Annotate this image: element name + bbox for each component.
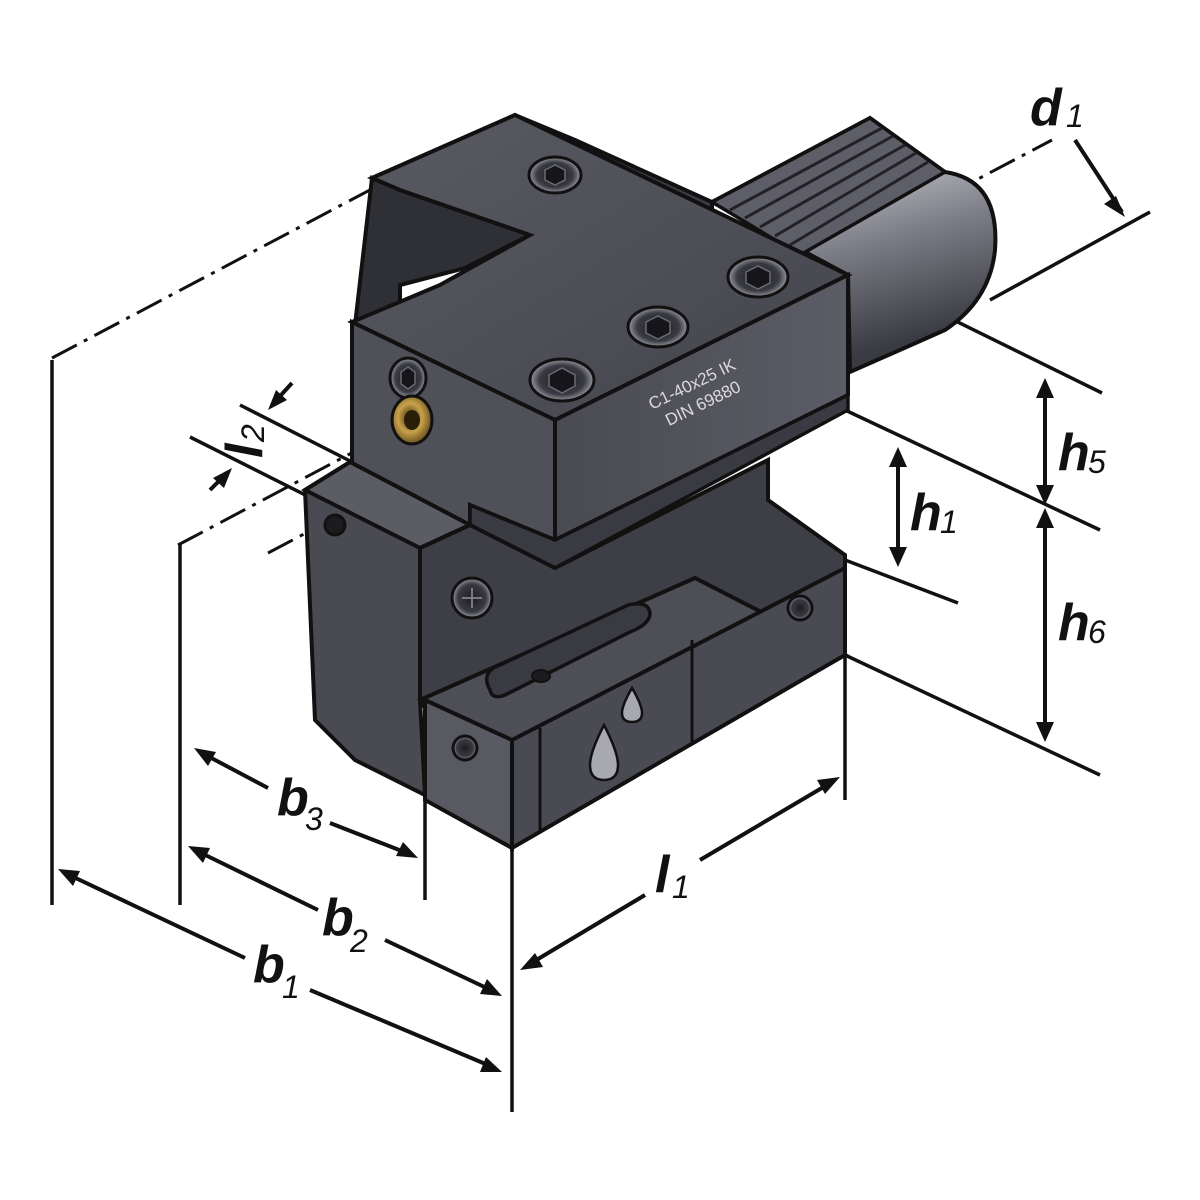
l2-ext-upper — [239, 403, 353, 464]
serrated-shank — [707, 115, 998, 376]
dimension-arrows — [58, 138, 1125, 1072]
coolant-drop-small-icon — [620, 685, 644, 724]
top-screws — [527, 155, 790, 403]
h1-ext-bottom — [844, 558, 959, 605]
label-b3: b 3 — [277, 769, 323, 837]
svg-text:b: b — [277, 769, 309, 827]
base-hole-2-icon — [451, 734, 479, 762]
svg-text:d: d — [1030, 79, 1063, 137]
side-fittings — [388, 356, 434, 446]
base-hole-3-icon — [786, 594, 814, 622]
base-hole-1-icon — [323, 513, 347, 537]
coolant-slot — [484, 602, 652, 699]
label-h5: h 5 — [1058, 424, 1106, 482]
svg-text:2: 2 — [349, 923, 368, 959]
label-l2: l 2 — [216, 424, 274, 458]
h5-ext-bottom — [844, 408, 1101, 532]
b3-arrow-right — [329, 821, 413, 857]
b2-arrow-left — [194, 848, 319, 912]
label-d1: d 1 — [1030, 79, 1084, 137]
svg-text:l: l — [216, 442, 274, 458]
svg-text:h: h — [910, 484, 942, 542]
label-h1: h 1 — [910, 484, 958, 542]
dimension-labels: d 1 l 2 h 5 h 1 h 6 b 3 b 2 b 1 — [216, 79, 1106, 1005]
label-b2: b 2 — [322, 889, 368, 959]
svg-text:1: 1 — [672, 869, 690, 905]
b1-arrow-right — [309, 988, 496, 1070]
svg-text:2: 2 — [235, 424, 271, 443]
svg-text:6: 6 — [1088, 614, 1106, 650]
svg-text:b: b — [253, 936, 285, 994]
label-h6: h 6 — [1058, 594, 1106, 652]
svg-text:h: h — [1058, 424, 1090, 482]
svg-text:5: 5 — [1088, 444, 1106, 480]
svg-text:1: 1 — [1066, 98, 1084, 134]
svg-text:h: h — [1058, 594, 1090, 652]
svg-text:1: 1 — [282, 969, 300, 1005]
lower-base — [300, 456, 850, 852]
svg-text:3: 3 — [305, 801, 323, 837]
svg-text:l: l — [655, 846, 671, 904]
d1-ext — [989, 210, 1151, 302]
b2-arrow-right — [384, 938, 496, 994]
label-b1: b 1 — [253, 936, 300, 1005]
h6-ext-bottom — [844, 653, 1101, 777]
svg-text:b: b — [322, 889, 354, 947]
l1-arrow-left — [526, 893, 647, 967]
upper-block: C1-40x25 IK DIN 69880 — [347, 112, 853, 570]
l1-arrow-right — [698, 780, 834, 862]
label-l1: l 1 — [655, 846, 690, 905]
coolant-drop-large-icon — [588, 722, 620, 782]
serration-teeth — [729, 126, 929, 247]
b1-arrow-left — [64, 871, 246, 960]
mid-axis-line — [177, 330, 581, 547]
top-left-axis-line — [51, 180, 386, 360]
svg-text:1: 1 — [940, 504, 958, 540]
